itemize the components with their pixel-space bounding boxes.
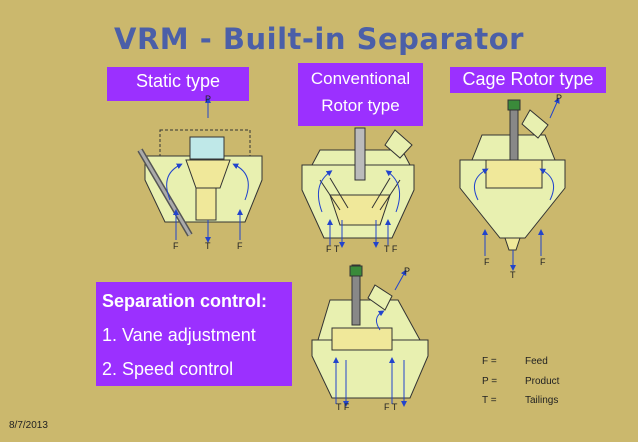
separation-control-heading: Separation control:	[102, 291, 268, 311]
conv-tf-label: T F	[384, 244, 398, 254]
cage-rotor-label: Cage Rotor type	[450, 67, 606, 93]
static-t-label: T	[205, 241, 211, 251]
static-f-right-label: F	[237, 241, 243, 251]
separation-control-box: Separation control: 1. Vane adjustment 2…	[96, 282, 292, 386]
separation-control-item-2: 2. Speed control	[102, 359, 234, 379]
cage-f-right-label: F	[540, 257, 546, 267]
static-f-left-label: F	[173, 241, 179, 251]
conv-ft-label: F T	[326, 244, 340, 254]
conventional-label-line2: Rotor type	[321, 96, 400, 115]
legend-f-value: Feed	[525, 356, 548, 367]
static-p-label: P	[205, 94, 212, 104]
conventional-separator-diagram	[301, 127, 415, 248]
separation-control-item-1: 1. Vane adjustment	[102, 325, 256, 345]
bottom-separator-diagram	[311, 264, 429, 407]
slide-date: 8/7/2013	[9, 420, 48, 431]
cage-f-left-label: F	[484, 257, 490, 267]
legend-p-key: P =	[482, 376, 498, 387]
cage-p-label: P	[556, 93, 563, 103]
conventional-rotor-label: Conventional Rotor type	[298, 63, 423, 126]
legend-t-value: Tailings	[525, 395, 559, 406]
legend-t-key: T =	[482, 395, 497, 406]
slide-title: VRM - Built-in Separator	[114, 22, 524, 56]
cage-t-label: T	[510, 270, 516, 280]
bottom-tf-label: T F	[336, 402, 350, 412]
bottom-ft-label: F T	[384, 402, 398, 412]
static-separator-diagram	[137, 97, 263, 243]
legend-f-key: F =	[482, 356, 497, 367]
cage-separator-diagram	[459, 97, 566, 271]
static-type-label: Static type	[107, 67, 249, 101]
legend-p-value: Product	[525, 376, 560, 387]
conventional-label-line1: Conventional	[310, 69, 411, 88]
bottom-p-label: P	[404, 266, 411, 276]
